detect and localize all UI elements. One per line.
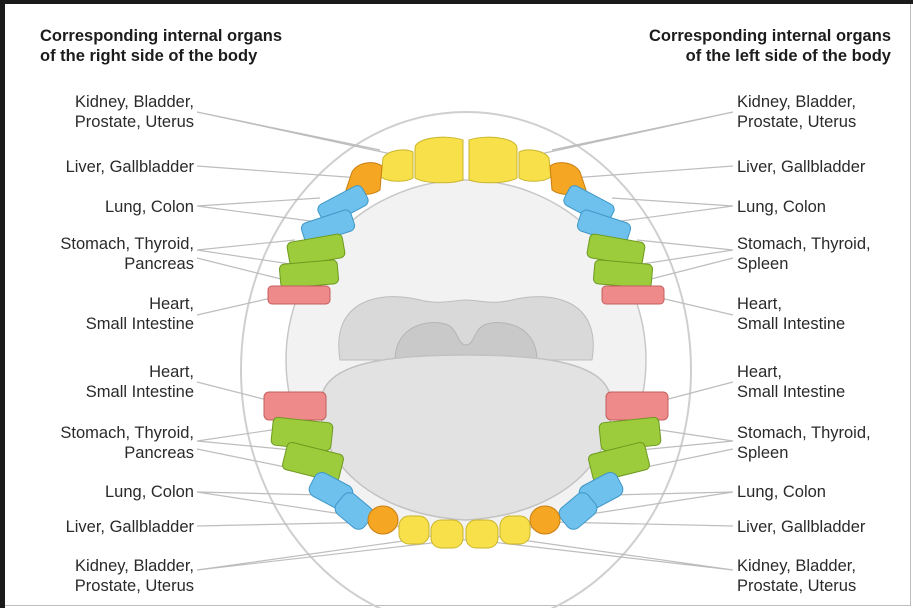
label-right-kidney-lower: Kidney, Bladder, Prostate, Uterus [75, 556, 194, 596]
label-line: Pancreas [60, 254, 194, 274]
label-left-heart-upper: Heart, Small Intestine [737, 294, 845, 334]
label-line: Lung, Colon [737, 482, 826, 502]
label-line: Heart, [737, 294, 845, 314]
leader-line [522, 112, 733, 158]
label-line: Stomach, Thyroid, [737, 234, 871, 254]
label-line: Heart, [86, 294, 194, 314]
label-line: Kidney, Bladder, [737, 92, 856, 112]
label-right-stomach-upper: Stomach, Thyroid, Pancreas [60, 234, 194, 274]
label-line: Kidney, Bladder, [75, 92, 194, 112]
tooth-upper-molar-left-2 [279, 260, 339, 289]
tooth-lower-wisdom-right [606, 392, 668, 420]
label-left-kidney-lower: Kidney, Bladder, Prostate, Uterus [737, 556, 856, 596]
label-line: Prostate, Uterus [737, 112, 856, 132]
label-line: Small Intestine [86, 314, 194, 334]
label-line: Liver, Gallbladder [66, 517, 194, 537]
tooth-upper-wisdom-right [602, 286, 664, 304]
leader-line [197, 166, 360, 178]
label-right-lung-upper: Lung, Colon [105, 197, 194, 217]
label-line: Spleen [737, 254, 871, 274]
label-line: Stomach, Thyroid, [60, 423, 194, 443]
label-line: Heart, [737, 362, 845, 382]
label-line: Stomach, Thyroid, [737, 423, 871, 443]
label-line: Kidney, Bladder, [737, 556, 856, 576]
tooth-lower-incisor-3 [466, 520, 498, 548]
label-line: Heart, [86, 362, 194, 382]
label-line: Small Intestine [86, 382, 194, 402]
label-right-stomach-lower: Stomach, Thyroid, Pancreas [60, 423, 194, 463]
label-line: Liver, Gallbladder [737, 517, 865, 537]
tooth-upper-lateral-right [519, 150, 551, 181]
label-right-heart-upper: Heart, Small Intestine [86, 294, 194, 334]
label-line: Liver, Gallbladder [66, 157, 194, 177]
label-line: Prostate, Uterus [75, 576, 194, 596]
label-line: Prostate, Uterus [75, 112, 194, 132]
label-right-lung-lower: Lung, Colon [105, 482, 194, 502]
label-line: Stomach, Thyroid, [60, 234, 194, 254]
label-line: Liver, Gallbladder [737, 157, 865, 177]
label-line: Prostate, Uterus [737, 576, 856, 596]
leader-line [197, 198, 320, 222]
leader-line [197, 382, 275, 402]
label-line: Pancreas [60, 443, 194, 463]
tooth-lower-canine-right [530, 506, 560, 534]
tooth-lower-incisor-2 [431, 520, 463, 548]
label-right-liver-lower: Liver, Gallbladder [66, 517, 194, 537]
label-line: Lung, Colon [105, 197, 194, 217]
leader-line [197, 112, 410, 158]
label-line: Kidney, Bladder, [75, 556, 194, 576]
label-line: Spleen [737, 443, 871, 463]
label-line: Lung, Colon [737, 197, 826, 217]
label-line: Lung, Colon [105, 482, 194, 502]
tooth-upper-molar-right-2 [593, 260, 653, 289]
leader-line [572, 166, 733, 178]
label-right-kidney-upper: Kidney, Bladder, Prostate, Uterus [75, 92, 194, 132]
label-left-lung-lower: Lung, Colon [737, 482, 826, 502]
tooth-lower-incisor-1 [399, 516, 429, 544]
label-left-lung-upper: Lung, Colon [737, 197, 826, 217]
tooth-upper-lateral-left [381, 150, 413, 181]
label-line: Small Intestine [737, 382, 845, 402]
label-right-liver-upper: Liver, Gallbladder [66, 157, 194, 177]
label-left-stomach-upper: Stomach, Thyroid, Spleen [737, 234, 871, 274]
label-left-stomach-lower: Stomach, Thyroid, Spleen [737, 423, 871, 463]
label-left-heart-lower: Heart, Small Intestine [737, 362, 845, 402]
tooth-upper-central-left [415, 137, 463, 183]
label-line: Small Intestine [737, 314, 845, 334]
tooth-lower-canine-left [368, 506, 398, 534]
tooth-upper-central-right [469, 137, 517, 183]
leader-line [612, 198, 733, 222]
label-left-liver-upper: Liver, Gallbladder [737, 157, 865, 177]
label-left-kidney-upper: Kidney, Bladder, Prostate, Uterus [737, 92, 856, 132]
tooth-lower-wisdom-left [264, 392, 326, 420]
tooth-upper-wisdom-left [268, 286, 330, 304]
label-left-liver-lower: Liver, Gallbladder [737, 517, 865, 537]
label-right-heart-lower: Heart, Small Intestine [86, 362, 194, 402]
tooth-lower-incisor-4 [500, 516, 530, 544]
